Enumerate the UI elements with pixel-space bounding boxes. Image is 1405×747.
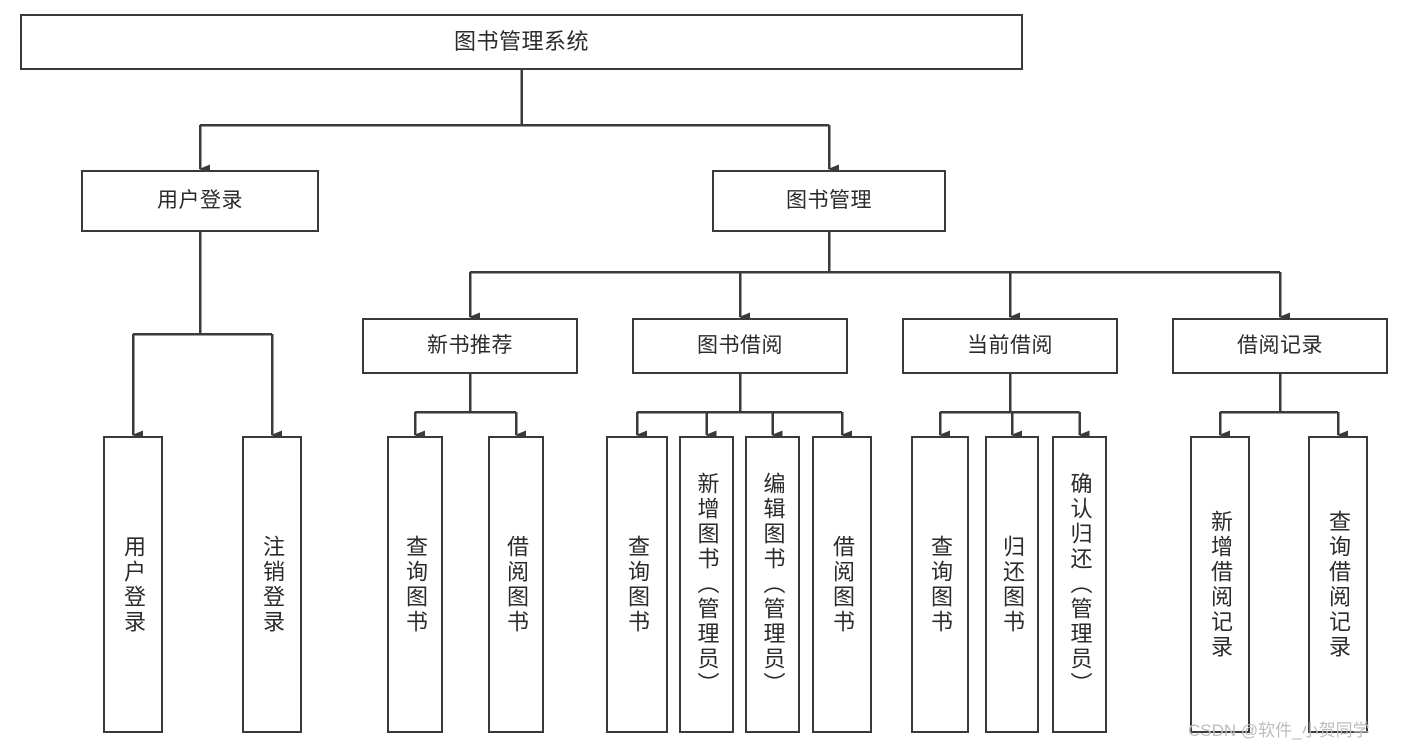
node-user-login[interactable]: 用户登录	[81, 170, 319, 232]
node-book-manage[interactable]: 图书管理	[712, 170, 946, 232]
node-label: 借阅图书	[829, 534, 855, 635]
node-label: 图书管理系统	[453, 29, 589, 55]
node-label: 查询图书	[624, 534, 650, 635]
node-label: 编辑图书（管理员）	[760, 472, 786, 697]
node-label: 归还图书	[999, 534, 1025, 635]
node-label: 查询图书	[927, 534, 953, 635]
node-leaf-bb-edit-book[interactable]: 编辑图书（管理员）	[745, 436, 800, 733]
watermark-text: CSDN @软件_小贺同学	[1188, 721, 1370, 740]
node-label: 图书借阅	[697, 333, 783, 357]
node-label: 查询借阅记录	[1325, 509, 1351, 660]
node-leaf-br-query-record[interactable]: 查询借阅记录	[1308, 436, 1368, 733]
node-label: 用户登录	[120, 534, 146, 635]
node-leaf-user-logout[interactable]: 注销登录	[242, 436, 302, 733]
node-leaf-cb-return-book[interactable]: 归还图书	[985, 436, 1039, 733]
node-label: 新增借阅记录	[1207, 509, 1233, 660]
node-label: 注销登录	[259, 534, 285, 635]
node-borrow-record[interactable]: 借阅记录	[1172, 318, 1388, 374]
node-leaf-bb-borrow-book[interactable]: 借阅图书	[812, 436, 872, 733]
node-leaf-rec-query-book[interactable]: 查询图书	[387, 436, 443, 733]
node-current-borrow[interactable]: 当前借阅	[902, 318, 1118, 374]
node-label: 用户登录	[157, 188, 243, 212]
node-label: 借阅图书	[503, 534, 529, 635]
node-leaf-bb-add-book[interactable]: 新增图书（管理员）	[679, 436, 734, 733]
node-book-borrow[interactable]: 图书借阅	[632, 318, 848, 374]
node-leaf-user-login[interactable]: 用户登录	[103, 436, 163, 733]
node-label: 图书管理	[786, 188, 872, 212]
node-label: 当前借阅	[967, 333, 1053, 357]
node-label: 确认归还（管理员）	[1067, 472, 1093, 697]
node-root[interactable]: 图书管理系统	[20, 14, 1023, 70]
node-label: 借阅记录	[1237, 333, 1323, 357]
node-label: 查询图书	[402, 534, 428, 635]
node-leaf-br-add-record[interactable]: 新增借阅记录	[1190, 436, 1250, 733]
node-leaf-cb-query-book[interactable]: 查询图书	[911, 436, 969, 733]
node-label: 新书推荐	[427, 333, 513, 357]
node-leaf-bb-query-book[interactable]: 查询图书	[606, 436, 668, 733]
node-leaf-rec-borrow-book[interactable]: 借阅图书	[488, 436, 544, 733]
connector-lines	[131, 70, 1348, 440]
node-new-book-rec[interactable]: 新书推荐	[362, 318, 578, 374]
node-label: 新增图书（管理员）	[694, 472, 720, 697]
node-leaf-cb-confirm-return[interactable]: 确认归还（管理员）	[1052, 436, 1107, 733]
